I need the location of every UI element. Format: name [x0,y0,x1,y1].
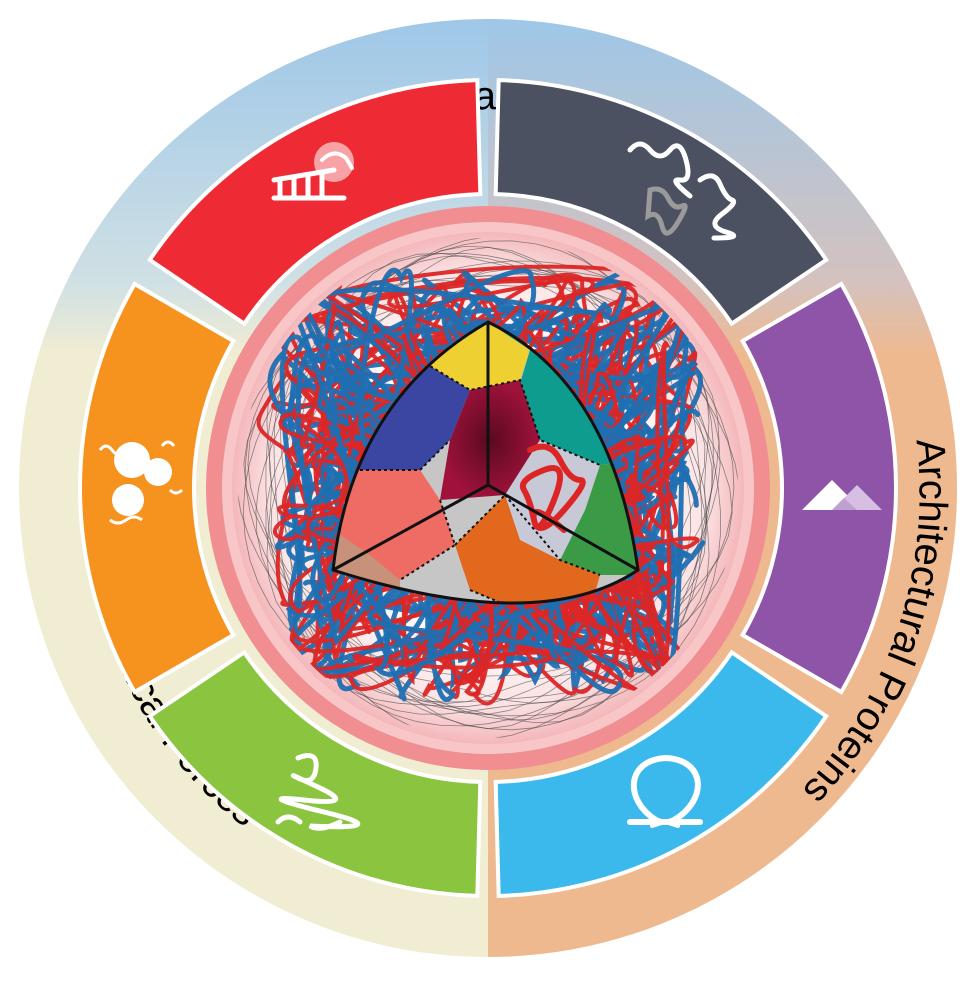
chromatin-core [206,206,770,770]
segment-squiggle-chains [493,78,830,327]
domain-yellow [420,322,530,392]
segment-dna-scissors [146,78,483,327]
domain-crimson [440,380,540,500]
dna-scissors-icon [271,142,354,201]
coiled-fiber-icon [275,753,361,831]
category-segments [78,78,898,898]
condensate-blobs-icon [98,440,184,525]
domain-orange [455,495,600,603]
thin-chain [265,279,707,715]
segment-loop-clip [493,649,830,898]
thin-chain [270,271,706,705]
squiggle-chains-icon [627,141,737,241]
red-chain [272,277,695,686]
domain-tan [333,530,400,600]
mountain-triangles-icon [802,480,882,510]
loop-clip-icon [627,754,703,828]
segment-condensate-blobs [78,281,237,695]
segment-mountain-triangles [739,281,898,695]
